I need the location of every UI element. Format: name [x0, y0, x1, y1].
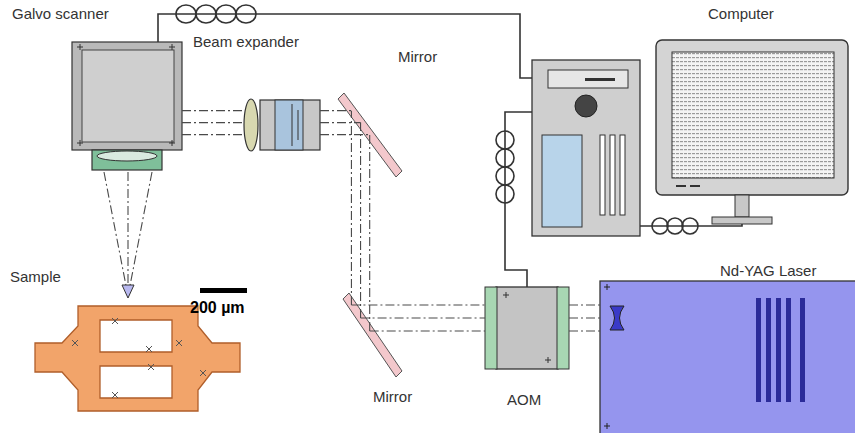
laser-beam: [351, 305, 485, 331]
beam-expander-drawing: [244, 99, 320, 151]
laser-drawing: [600, 281, 855, 433]
mirror-drawings: [338, 93, 402, 377]
mirror-node: Mirror: [343, 293, 402, 377]
component-label: Computer: [708, 5, 774, 23]
component-label: Nd-YAG Laser: [720, 262, 816, 280]
component-label: Mirror: [398, 48, 437, 66]
computer-node: Computer: [656, 40, 848, 225]
computer-tower: [532, 60, 640, 236]
aom-drawing: [485, 287, 569, 369]
computer-monitor: [656, 40, 848, 224]
component-label: Mirror: [373, 388, 412, 406]
component-label: Galvo scanner: [12, 5, 109, 23]
component-label: AOM: [507, 391, 541, 409]
scale-bar: [200, 288, 247, 293]
laser-beam: [569, 305, 600, 331]
cables: [158, 5, 742, 287]
mirror-node: Mirror: [338, 93, 402, 177]
laser-beam: [182, 111, 244, 135]
sample-drawing: [35, 288, 247, 411]
galvo-scanner-node: Galvo scanner: [72, 42, 182, 172]
laser-beam: [351, 111, 369, 331]
galvo-scanner-drawing: [72, 42, 182, 170]
laser-beam: [104, 172, 152, 298]
beam-expander-node: Beam expander: [244, 99, 320, 151]
component-label: Beam expander: [193, 33, 299, 51]
laser-beam: [320, 111, 370, 135]
aom-node: AOM: [485, 287, 569, 369]
laser-node: Nd-YAG Laser: [600, 281, 855, 433]
scale-label: 200 µm: [190, 299, 245, 317]
component-label: Sample: [10, 268, 61, 286]
